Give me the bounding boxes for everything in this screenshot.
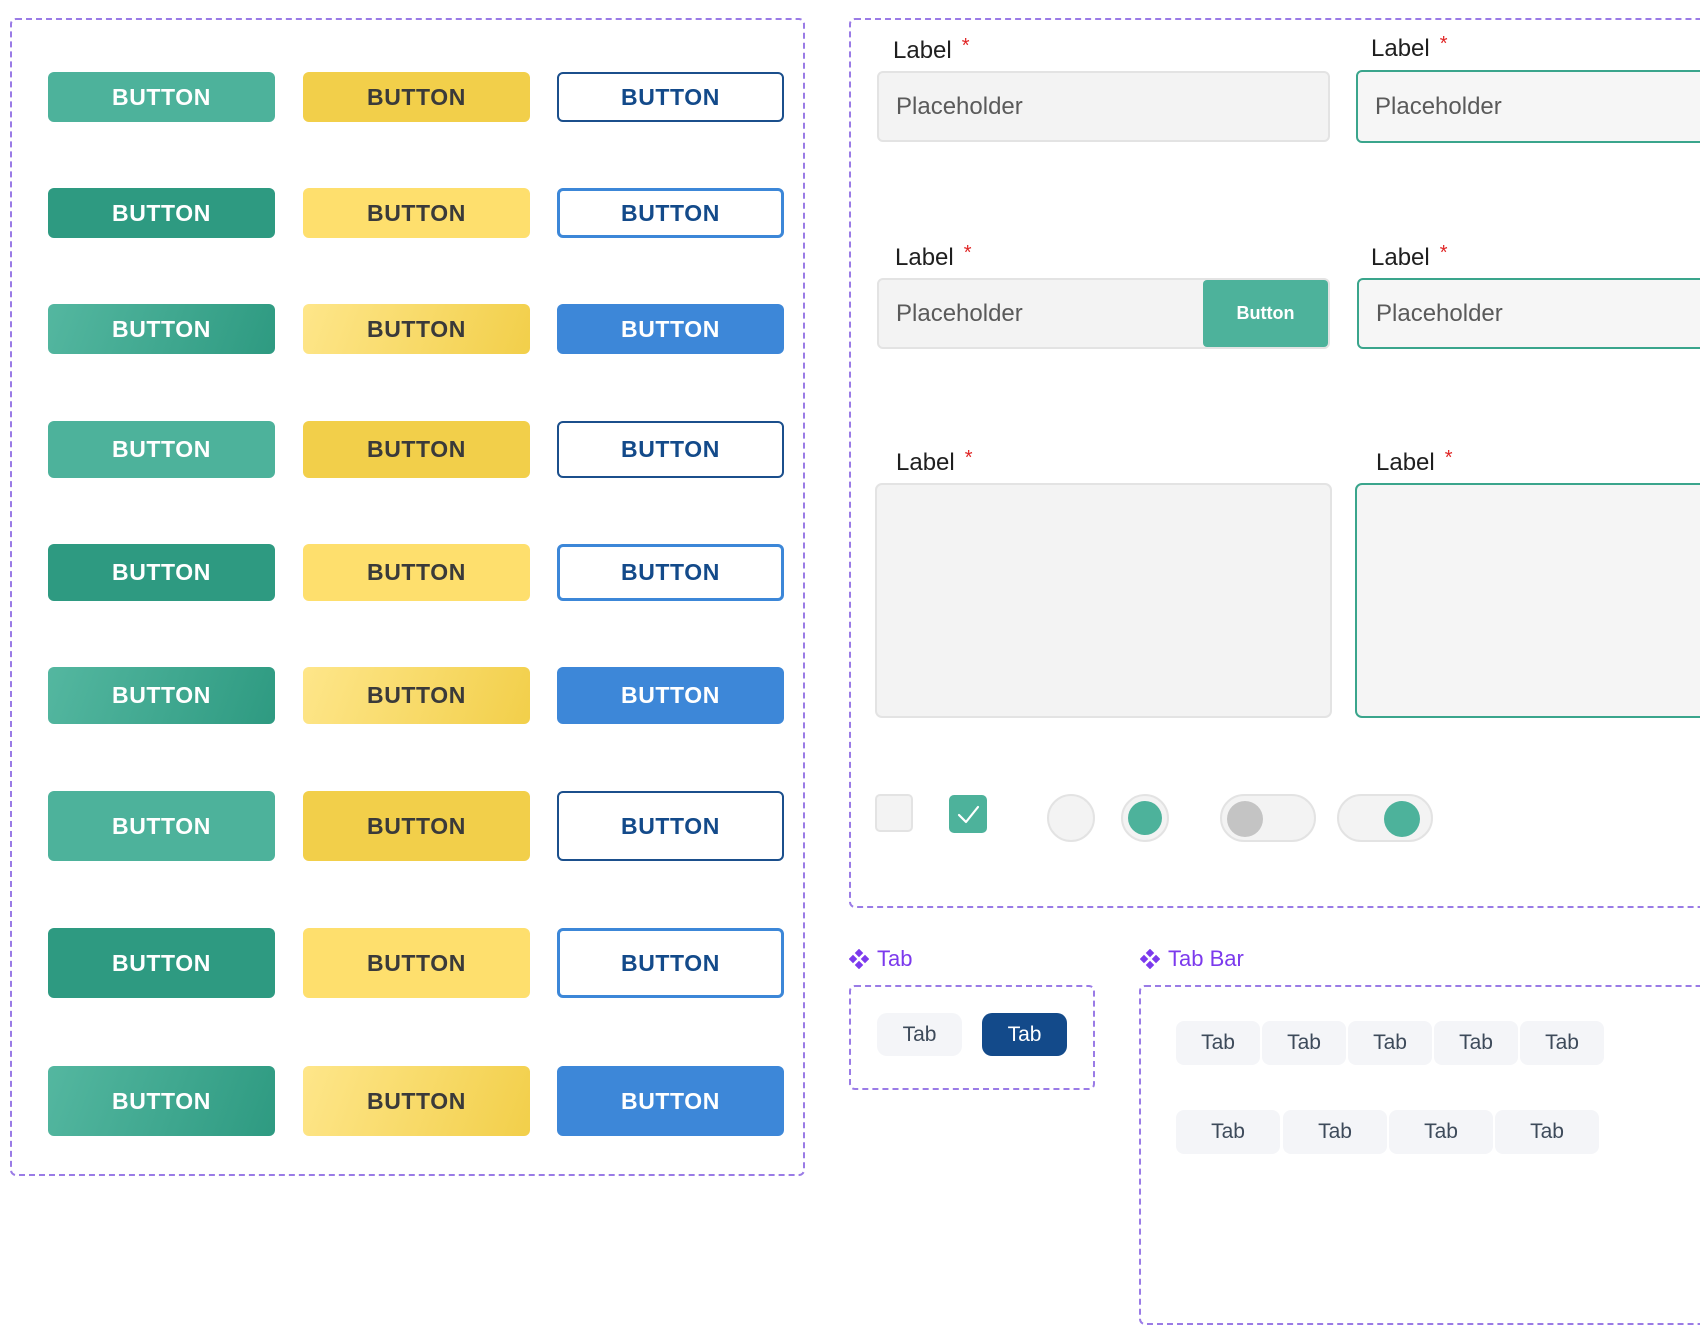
outline-button-medium-hover[interactable]: BUTTON bbox=[557, 544, 784, 601]
tab-bar-item[interactable]: Tab bbox=[1434, 1021, 1518, 1065]
input-placeholder: Placeholder bbox=[896, 299, 1023, 327]
required-mark: * bbox=[963, 242, 972, 264]
required-mark: * bbox=[1439, 242, 1448, 264]
tab-bar-item[interactable]: Tab bbox=[1176, 1110, 1280, 1154]
teal-button-large-hover[interactable]: BUTTON bbox=[48, 928, 275, 998]
yellow-button-medium[interactable]: BUTTON bbox=[303, 421, 530, 478]
field-label: Label * bbox=[1376, 447, 1453, 477]
outline-button[interactable]: BUTTON bbox=[557, 72, 784, 122]
buttons-frame bbox=[10, 18, 805, 1176]
tab-inactive[interactable]: Tab bbox=[877, 1013, 962, 1056]
teal-button-large[interactable]: BUTTON bbox=[48, 791, 275, 861]
tab-bar-item[interactable]: Tab bbox=[1520, 1021, 1604, 1065]
yellow-button-medium-hover[interactable]: BUTTON bbox=[303, 544, 530, 601]
tab-bar-item[interactable]: Tab bbox=[1389, 1110, 1493, 1154]
radio-dot bbox=[1128, 801, 1162, 835]
field-label: Label * bbox=[893, 35, 970, 65]
required-mark: * bbox=[961, 35, 970, 57]
teal-button-medium[interactable]: BUTTON bbox=[48, 421, 275, 478]
radio-unselected[interactable] bbox=[1047, 794, 1095, 842]
checkbox-unchecked[interactable] bbox=[875, 794, 913, 832]
outline-button-large-hover[interactable]: BUTTON bbox=[557, 928, 784, 998]
text-input-focused[interactable]: Placeholder bbox=[1356, 70, 1700, 143]
label-text: Label bbox=[1371, 244, 1430, 271]
required-mark: * bbox=[964, 447, 973, 469]
toggle-on[interactable] bbox=[1337, 794, 1433, 842]
teal-button-medium-pressed[interactable]: BUTTON bbox=[48, 667, 275, 724]
input-placeholder: Placeholder bbox=[896, 92, 1023, 120]
required-mark: * bbox=[1439, 33, 1448, 55]
tab-bar-item[interactable]: Tab bbox=[1348, 1021, 1432, 1065]
tab-bar-item[interactable]: Tab bbox=[1495, 1110, 1599, 1154]
text-input[interactable]: Placeholder bbox=[877, 71, 1330, 142]
tab-section-title: Tab bbox=[849, 946, 912, 972]
input-placeholder: Placeholder bbox=[1375, 92, 1502, 120]
label-text: Label bbox=[896, 449, 955, 476]
teal-button-large-pressed[interactable]: BUTTON bbox=[48, 1066, 275, 1136]
section-title-text: Tab bbox=[877, 946, 913, 971]
field-label: Label * bbox=[896, 447, 973, 477]
checkbox-checked[interactable] bbox=[949, 795, 987, 833]
text-input-focused[interactable]: Placeholder bbox=[1357, 278, 1700, 349]
field-label: Label * bbox=[1371, 242, 1448, 272]
yellow-button-large[interactable]: BUTTON bbox=[303, 791, 530, 861]
label-text: Label bbox=[893, 37, 952, 64]
component-icon bbox=[1140, 949, 1160, 969]
outline-button-medium[interactable]: BUTTON bbox=[557, 421, 784, 478]
label-text: Label bbox=[1371, 35, 1430, 62]
inputs-frame bbox=[849, 18, 1700, 908]
textarea-focused[interactable] bbox=[1355, 483, 1700, 718]
outline-button-hover[interactable]: BUTTON bbox=[557, 188, 784, 238]
checkmark-icon bbox=[957, 805, 980, 824]
blue-button-large-pressed[interactable]: BUTTON bbox=[557, 1066, 784, 1136]
label-text: Label bbox=[895, 244, 954, 271]
input-submit-button[interactable]: Button bbox=[1203, 280, 1328, 347]
yellow-button[interactable]: BUTTON bbox=[303, 72, 530, 122]
component-icon bbox=[849, 949, 869, 969]
radio-selected[interactable] bbox=[1121, 794, 1169, 842]
blue-button-medium-pressed[interactable]: BUTTON bbox=[557, 667, 784, 724]
section-title-text: Tab Bar bbox=[1168, 946, 1244, 971]
yellow-button-large-pressed[interactable]: BUTTON bbox=[303, 1066, 530, 1136]
blue-button-pressed[interactable]: BUTTON bbox=[557, 304, 784, 354]
toggle-knob bbox=[1227, 801, 1263, 837]
teal-button-hover[interactable]: BUTTON bbox=[48, 188, 275, 238]
teal-button-medium-hover[interactable]: BUTTON bbox=[48, 544, 275, 601]
tab-active[interactable]: Tab bbox=[982, 1013, 1067, 1056]
tab-frame bbox=[849, 985, 1095, 1090]
outline-button-large[interactable]: BUTTON bbox=[557, 791, 784, 861]
yellow-button-pressed[interactable]: BUTTON bbox=[303, 304, 530, 354]
textarea[interactable] bbox=[875, 483, 1332, 718]
tab-bar-item[interactable]: Tab bbox=[1283, 1110, 1387, 1154]
toggle-knob bbox=[1384, 801, 1420, 837]
required-mark: * bbox=[1444, 447, 1453, 469]
tab-bar-item[interactable]: Tab bbox=[1176, 1021, 1260, 1065]
yellow-button-large-hover[interactable]: BUTTON bbox=[303, 928, 530, 998]
tab-bar-section-title: Tab Bar bbox=[1140, 946, 1244, 972]
teal-button-pressed[interactable]: BUTTON bbox=[48, 304, 275, 354]
yellow-button-medium-pressed[interactable]: BUTTON bbox=[303, 667, 530, 724]
tab-bar-item[interactable]: Tab bbox=[1262, 1021, 1346, 1065]
field-label: Label * bbox=[895, 242, 972, 272]
label-text: Label bbox=[1376, 449, 1435, 476]
toggle-off[interactable] bbox=[1220, 794, 1316, 842]
input-placeholder: Placeholder bbox=[1376, 299, 1503, 327]
field-label: Label * bbox=[1371, 33, 1448, 63]
teal-button[interactable]: BUTTON bbox=[48, 72, 275, 122]
yellow-button-hover[interactable]: BUTTON bbox=[303, 188, 530, 238]
